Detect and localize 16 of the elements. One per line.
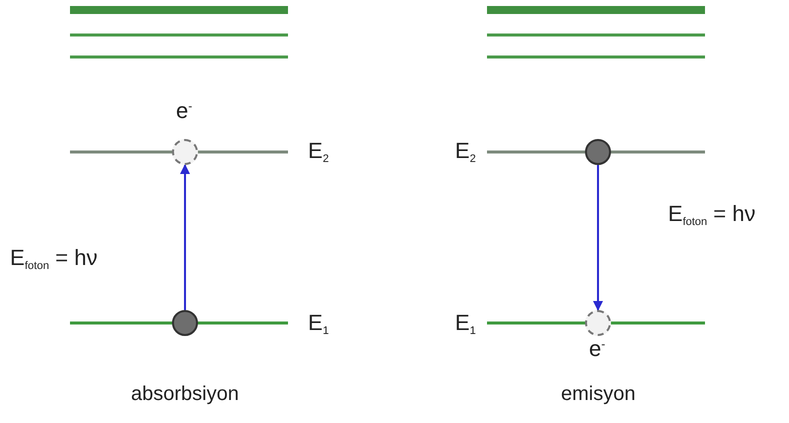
electron-circle — [172, 310, 198, 336]
electron-circle — [585, 310, 611, 336]
energy-level-label: E$_{2}$ — [308, 140, 329, 165]
process-caption: emisyon — [561, 384, 636, 404]
photon-energy-formula: E$_{foton}$ = hν — [10, 247, 98, 272]
process-caption: absorbsiyon — [131, 384, 239, 404]
energy-level-label: E$_{1}$ — [308, 312, 329, 337]
energy-level-label: E$_{1}$ — [455, 312, 476, 337]
energy-level-label: E$_{2}$ — [455, 140, 476, 165]
electron-label: e$^{-}$ — [589, 338, 606, 360]
electron-circle — [585, 139, 611, 165]
electron-label: e$^{-}$ — [176, 100, 192, 122]
photon-energy-formula: E$_{foton}$ = hν — [668, 203, 756, 228]
electron-circle — [172, 139, 198, 165]
transition-arrow — [593, 165, 603, 311]
transition-arrow — [180, 164, 190, 310]
